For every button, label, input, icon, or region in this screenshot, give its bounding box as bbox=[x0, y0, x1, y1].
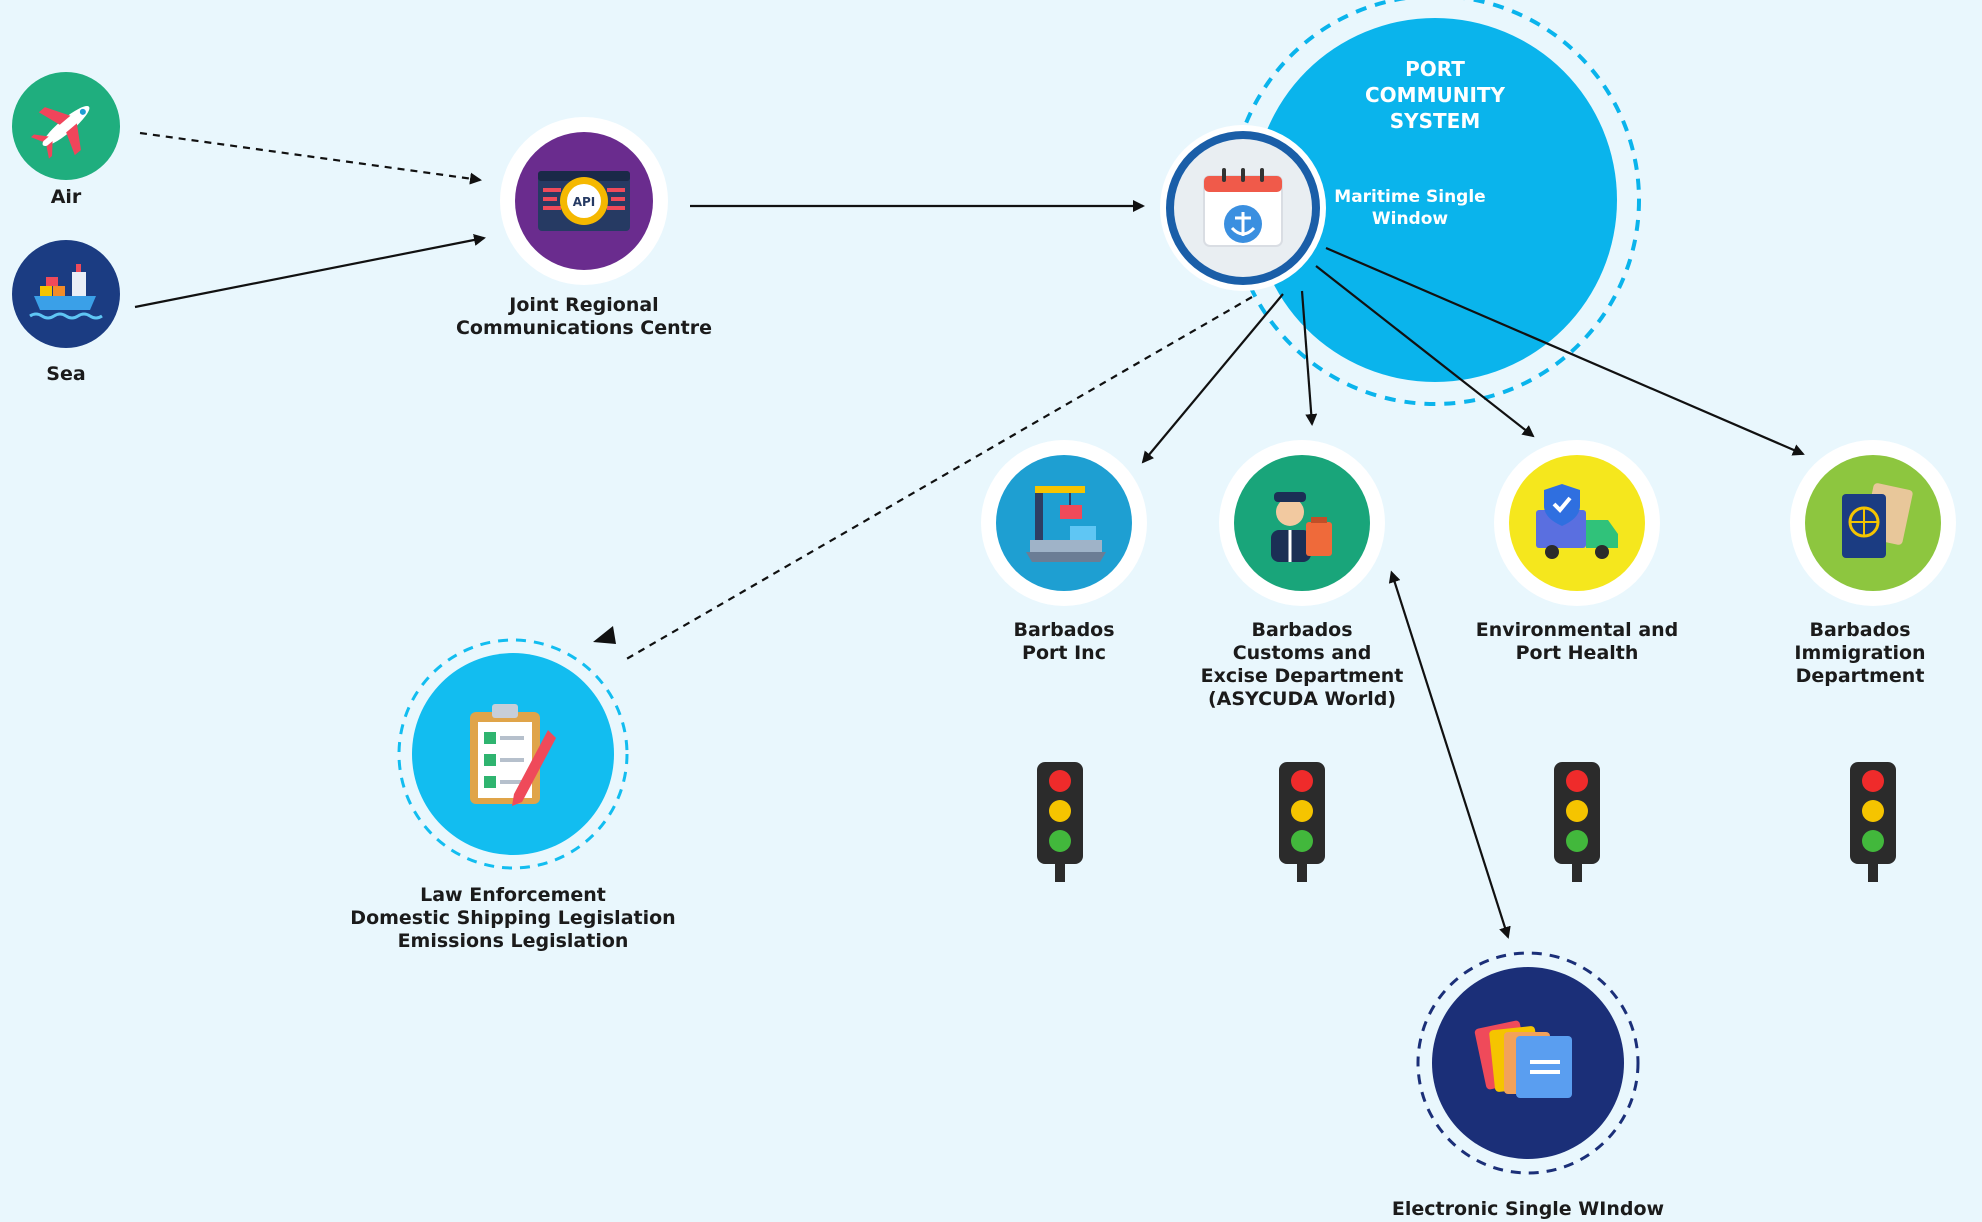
law-label: Law Enforcement Domestic Shipping Legisl… bbox=[350, 884, 676, 952]
passport-icon bbox=[1842, 483, 1913, 558]
customs-label: Barbados Customs and Excise Department (… bbox=[1200, 619, 1404, 710]
port-inc-label: Barbados Port Inc bbox=[1013, 619, 1115, 664]
health-truck-icon bbox=[1536, 484, 1618, 559]
sea-node[interactable] bbox=[12, 240, 120, 348]
pcs-node[interactable] bbox=[1160, 125, 1326, 291]
arrow-air-to-hub bbox=[139, 131, 482, 185]
immigration-label: Barbados Immigration Department bbox=[1794, 619, 1926, 687]
port-inc-node[interactable] bbox=[981, 440, 1147, 606]
checklist-icon bbox=[470, 704, 556, 806]
traffic-light-port bbox=[1037, 762, 1083, 882]
arrow-customs-esw bbox=[1388, 570, 1511, 939]
arrow-pcs-to-customs bbox=[1300, 290, 1318, 426]
msw-subtitle: Maritime Single Window bbox=[1334, 187, 1486, 229]
arrow-pcs-to-health bbox=[1315, 265, 1535, 438]
airplane-icon bbox=[30, 105, 90, 159]
hub-label: Joint Regional Communications Centre bbox=[455, 294, 713, 339]
connectors bbox=[134, 131, 1805, 939]
esw-label: Electronic Single WIndow bbox=[1391, 1198, 1665, 1220]
law-arrowhead bbox=[593, 626, 616, 644]
folders-icon bbox=[1474, 1020, 1572, 1098]
traffic-light-immigration bbox=[1850, 762, 1896, 882]
health-node[interactable] bbox=[1494, 440, 1660, 606]
air-node[interactable] bbox=[12, 72, 120, 180]
port-crane-icon bbox=[1026, 486, 1106, 562]
customs-node[interactable] bbox=[1219, 440, 1385, 606]
law-node[interactable] bbox=[397, 638, 629, 870]
traffic-light-customs bbox=[1279, 762, 1325, 882]
cargo-ship-icon bbox=[29, 264, 103, 320]
arrow-pcs-to-port bbox=[1141, 293, 1284, 464]
health-label: Environmental and Port Health bbox=[1475, 619, 1679, 664]
arrow-pcs-to-law bbox=[622, 296, 1253, 662]
traffic-light-health bbox=[1554, 762, 1600, 882]
hub-node[interactable]: API bbox=[500, 117, 668, 285]
air-label: Air bbox=[50, 186, 82, 208]
sea-label: Sea bbox=[46, 363, 86, 385]
customs-officer-icon bbox=[1271, 492, 1332, 562]
arrow-sea-to-hub bbox=[134, 234, 486, 309]
calendar-anchor-icon bbox=[1203, 168, 1283, 247]
api-gear-icon: API bbox=[538, 171, 630, 231]
svg-text:API: API bbox=[573, 195, 596, 209]
pcs-title: PORT COMMUNITY SYSTEM bbox=[1364, 57, 1506, 133]
esw-node[interactable] bbox=[1416, 951, 1640, 1175]
arrow-pcs-to-immigration bbox=[1325, 246, 1805, 456]
immigration-node[interactable] bbox=[1790, 440, 1956, 606]
